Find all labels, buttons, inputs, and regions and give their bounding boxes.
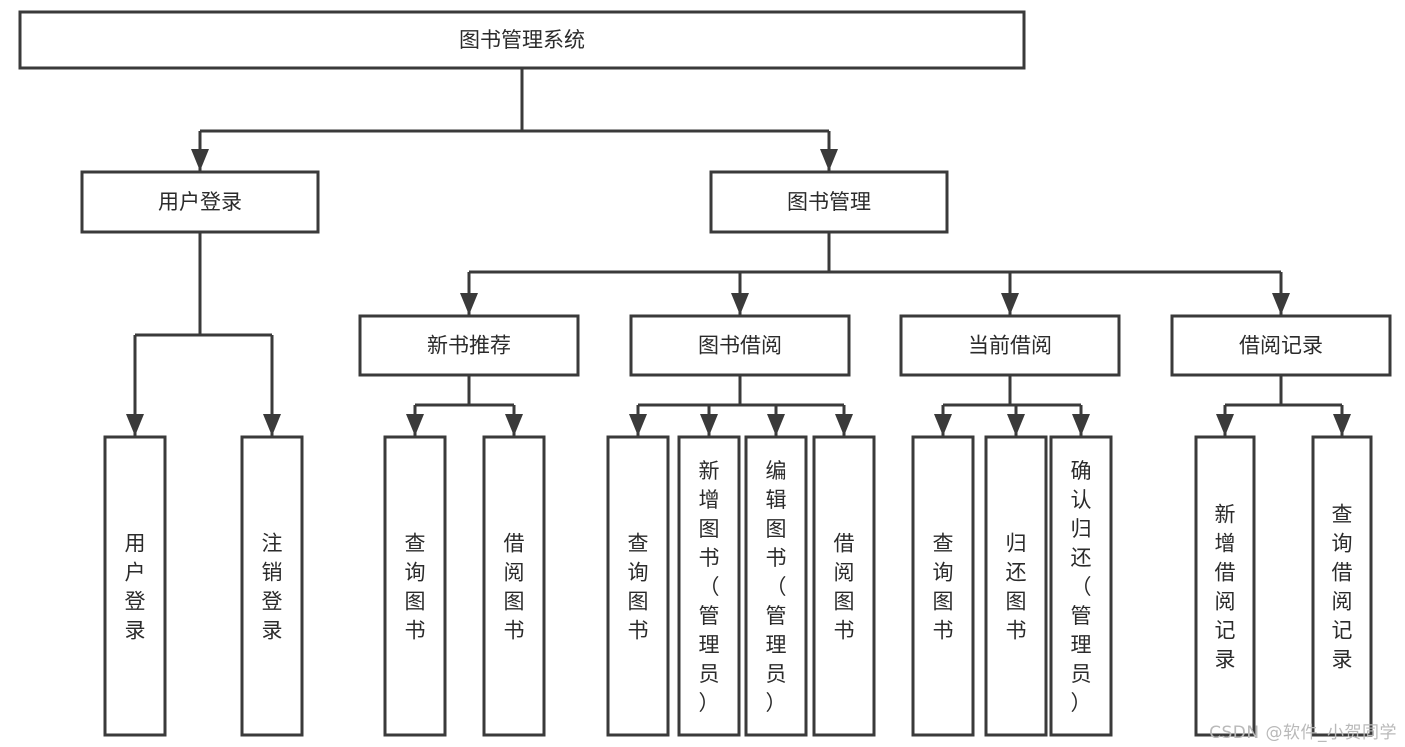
leaf-node-10[interactable]: 确认归还（管理员） xyxy=(1049,435,1113,737)
leaf-node-4-label: 查询图书 xyxy=(628,532,649,643)
leaf-node-11-label: 新增借阅记录 xyxy=(1215,503,1236,672)
level3-node-1[interactable]: 图书借阅 xyxy=(629,314,851,377)
leaf-node-4-rect xyxy=(606,435,670,737)
arrow-head-icon xyxy=(1001,293,1019,315)
level3-node-0[interactable]: 新书推荐 xyxy=(358,314,580,377)
arrow-head-icon xyxy=(505,414,523,436)
level3-node-2-rect xyxy=(899,314,1121,377)
leaf-node-9-rect xyxy=(984,435,1048,737)
node-boxes: 图书管理系统用户登录图书管理新书推荐图书借阅当前借阅借阅记录用户登录注销登录查询… xyxy=(18,10,1392,737)
level2-node-0-label: 用户登录 xyxy=(158,190,242,214)
level3-node-3-rect xyxy=(1170,314,1392,377)
leaf-node-10-label: 确认归还（管理员） xyxy=(1071,459,1092,715)
leaf-node-0-rect xyxy=(103,435,167,737)
level3-node-1-label: 图书借阅 xyxy=(698,334,782,358)
leaf-node-11[interactable]: 新增借阅记录 xyxy=(1194,435,1256,737)
leaf-node-12-label: 查询借阅记录 xyxy=(1332,503,1353,672)
level3-node-2[interactable]: 当前借阅 xyxy=(899,314,1121,377)
watermark-text: CSDN @软件_小贺同学 xyxy=(1209,723,1397,743)
leaf-node-2[interactable]: 查询图书 xyxy=(383,435,447,737)
leaf-node-1-label: 注销登录 xyxy=(262,532,283,643)
leaf-node-9-label: 归还图书 xyxy=(1006,532,1027,643)
leaf-node-5[interactable]: 新增图书（管理员） xyxy=(677,435,741,737)
level3-node-2-label: 当前借阅 xyxy=(968,334,1052,358)
arrow-head-icon xyxy=(191,149,209,171)
leaf-node-8-label: 查询图书 xyxy=(933,532,954,643)
leaf-node-6[interactable]: 编辑图书（管理员） xyxy=(744,435,808,737)
leaf-node-6-label: 编辑图书（管理员） xyxy=(766,459,787,715)
arrow-head-icon xyxy=(835,414,853,436)
level3-node-1-rect xyxy=(629,314,851,377)
leaf-node-3-rect xyxy=(482,435,546,737)
leaf-node-5-rect xyxy=(677,435,741,737)
arrow-head-icon xyxy=(700,414,718,436)
leaf-node-7-label: 借阅图书 xyxy=(834,532,855,643)
leaf-node-0-label: 用户登录 xyxy=(125,532,146,643)
leaf-node-1-rect xyxy=(240,435,304,737)
arrow-head-icon xyxy=(1216,414,1234,436)
arrow-head-icon xyxy=(1072,414,1090,436)
connector-lines xyxy=(126,68,1351,436)
leaf-node-11-rect xyxy=(1194,435,1256,737)
leaf-node-7[interactable]: 借阅图书 xyxy=(812,435,876,737)
leaf-node-10-rect xyxy=(1049,435,1113,737)
leaf-node-5-label: 新增图书（管理员） xyxy=(699,459,720,715)
level3-node-0-label: 新书推荐 xyxy=(427,334,511,358)
leaf-node-0[interactable]: 用户登录 xyxy=(103,435,167,737)
arrow-head-icon xyxy=(767,414,785,436)
arrow-head-icon xyxy=(1333,414,1351,436)
leaf-node-9[interactable]: 归还图书 xyxy=(984,435,1048,737)
root-node-label: 图书管理系统 xyxy=(459,28,585,52)
level3-node-3-label: 借阅记录 xyxy=(1239,334,1323,358)
arrow-head-icon xyxy=(263,414,281,436)
arrow-head-icon xyxy=(126,414,144,436)
level2-node-1[interactable]: 图书管理 xyxy=(709,170,949,234)
leaf-node-8-rect xyxy=(911,435,975,737)
root-node[interactable]: 图书管理系统 xyxy=(18,10,1026,70)
level2-node-1-label: 图书管理 xyxy=(787,190,871,214)
level3-node-3[interactable]: 借阅记录 xyxy=(1170,314,1392,377)
level3-node-0-rect xyxy=(358,314,580,377)
leaf-node-2-label: 查询图书 xyxy=(405,532,426,643)
leaf-node-6-rect xyxy=(744,435,808,737)
arrow-head-icon xyxy=(731,293,749,315)
arrow-head-icon xyxy=(934,414,952,436)
root-node-rect xyxy=(18,10,1026,70)
arrow-head-icon xyxy=(1272,293,1290,315)
leaf-node-12-rect xyxy=(1311,435,1373,737)
leaf-node-1[interactable]: 注销登录 xyxy=(240,435,304,737)
leaf-node-8[interactable]: 查询图书 xyxy=(911,435,975,737)
arrow-head-icon xyxy=(406,414,424,436)
level2-node-0-rect xyxy=(80,170,320,234)
leaf-node-12[interactable]: 查询借阅记录 xyxy=(1311,435,1373,737)
leaf-node-4[interactable]: 查询图书 xyxy=(606,435,670,737)
level2-node-0[interactable]: 用户登录 xyxy=(80,170,320,234)
arrow-head-icon xyxy=(460,293,478,315)
leaf-node-3[interactable]: 借阅图书 xyxy=(482,435,546,737)
leaf-node-7-rect xyxy=(812,435,876,737)
leaf-node-3-label: 借阅图书 xyxy=(504,532,525,643)
arrow-head-icon xyxy=(1007,414,1025,436)
level2-node-1-rect xyxy=(709,170,949,234)
arrow-head-icon xyxy=(820,149,838,171)
arrow-head-icon xyxy=(629,414,647,436)
leaf-node-2-rect xyxy=(383,435,447,737)
